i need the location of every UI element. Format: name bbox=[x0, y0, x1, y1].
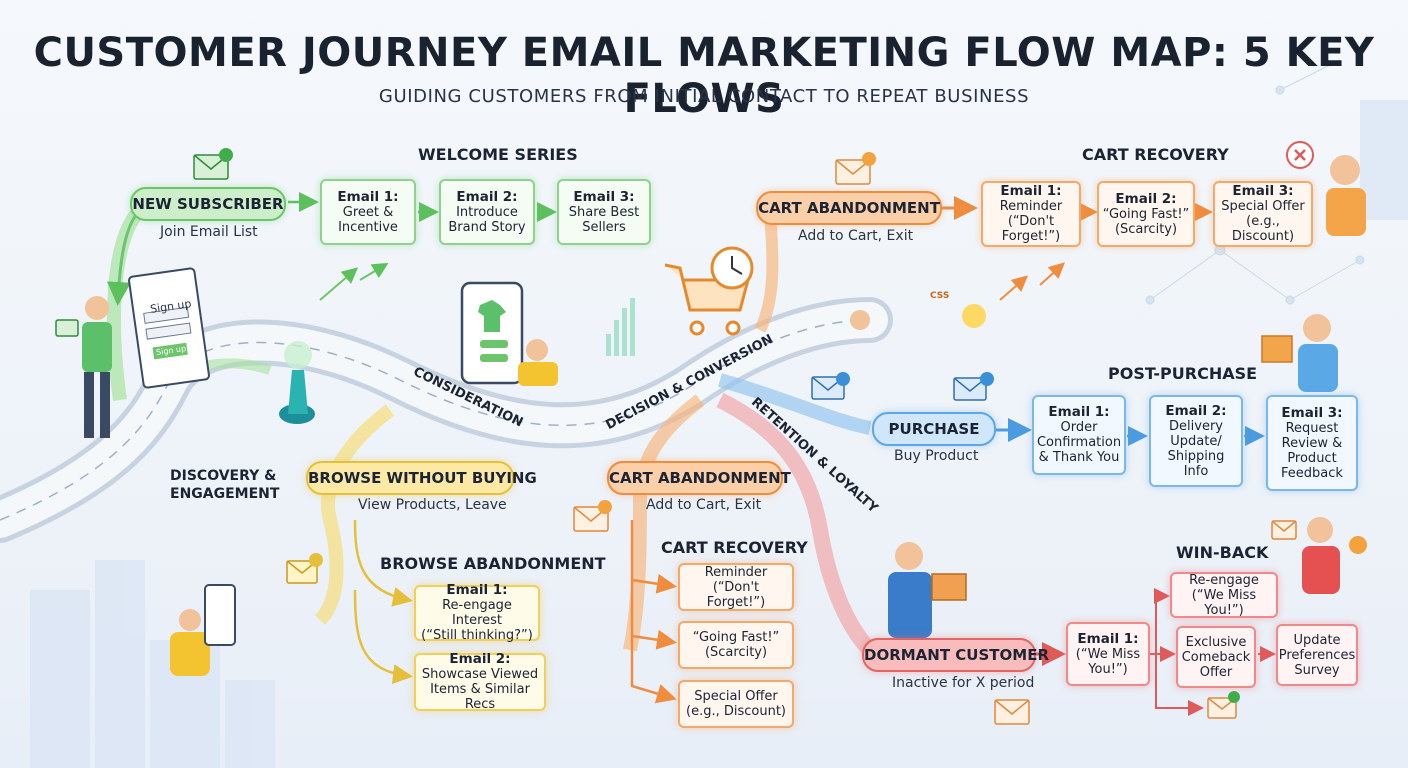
network-decoration bbox=[1145, 59, 1365, 305]
signup-form-illustration bbox=[128, 267, 210, 389]
close-badge-icon bbox=[1286, 141, 1314, 169]
browse-email-1: Email 1:Re-engage Interest(“Still thinki… bbox=[414, 583, 540, 643]
bar-chart-decoration bbox=[606, 298, 635, 356]
envelope-icon bbox=[286, 560, 318, 584]
post-purchase-header: POST-PURCHASE bbox=[1108, 364, 1258, 383]
stage-discovery: DISCOVERY & bbox=[170, 468, 277, 484]
city-blocks-decoration bbox=[30, 100, 1408, 768]
winback-header: WIN-BACK bbox=[1176, 543, 1269, 562]
cart-mid-email-1: Reminder(“Don't Forget!”) bbox=[678, 563, 794, 611]
person-illustration bbox=[82, 155, 1366, 676]
cart-mid-email-3: Special Offer(e.g., Discount) bbox=[678, 680, 794, 728]
cart-abandonment-top-sub: Add to Cart, Exit bbox=[798, 228, 914, 244]
cart-abandonment-mid-sub: Add to Cart, Exit bbox=[646, 497, 762, 513]
cart-top-email-2: Email 2:“Going Fast!”(Scarcity) bbox=[1097, 181, 1195, 247]
stage-engagement: ENGAGEMENT bbox=[170, 486, 280, 502]
browse-header: BROWSE ABANDONMENT bbox=[380, 554, 606, 573]
dormant-trigger: DORMANT CUSTOMER bbox=[862, 638, 1049, 672]
clock-icon bbox=[710, 246, 754, 290]
spark-icon bbox=[962, 304, 986, 328]
page-subtitle: GUIDING CUSTOMERS FROM INITIAL CONTACT T… bbox=[378, 86, 1030, 107]
cart-top-email-1: Email 1:Reminder(“Don't Forget!”) bbox=[981, 181, 1081, 247]
purchase-trigger: PURCHASE bbox=[872, 412, 996, 446]
cart-top-email-3: Email 3:Special Offer(e.g., Discount) bbox=[1213, 181, 1313, 247]
dormant-sub: Inactive for X period bbox=[892, 675, 1035, 691]
welcome-header: WELCOME SERIES bbox=[418, 145, 578, 164]
cart-recovery-mid-header: CART RECOVERY bbox=[661, 538, 808, 557]
cart-abandonment-top-trigger: CART ABANDONMENT bbox=[756, 191, 942, 225]
envelope-icon bbox=[55, 154, 229, 337]
page-title: CUSTOMER JOURNEY EMAIL MARKETING FLOW MA… bbox=[33, 30, 1375, 122]
new-subscriber-trigger: NEW SUBSCRIBER bbox=[130, 187, 286, 221]
beacon-icon bbox=[279, 341, 315, 424]
purchase-sub: Buy Product bbox=[894, 448, 979, 464]
envelope-icon bbox=[811, 376, 987, 401]
css-tag: CSS bbox=[930, 291, 950, 301]
browse-sub: View Products, Leave bbox=[358, 497, 507, 513]
cart-abandonment-mid-trigger: CART ABANDONMENT bbox=[607, 461, 791, 495]
envelope-icon bbox=[573, 159, 1297, 725]
cart-recovery-top-header: CART RECOVERY bbox=[1082, 145, 1229, 164]
winback-option-1: Re-engage(“We Miss You!”) bbox=[1170, 572, 1278, 618]
browse-trigger: BROWSE WITHOUT BUYING bbox=[306, 461, 537, 495]
new-subscriber-sub: Join Email List bbox=[160, 224, 258, 240]
phone-shop-icon bbox=[460, 281, 524, 385]
welcome-email-1: Email 1:Greet &Incentive bbox=[320, 179, 416, 245]
cart-mid-email-2: “Going Fast!”(Scarcity) bbox=[678, 621, 794, 669]
check-badge-icon bbox=[219, 148, 1367, 703]
